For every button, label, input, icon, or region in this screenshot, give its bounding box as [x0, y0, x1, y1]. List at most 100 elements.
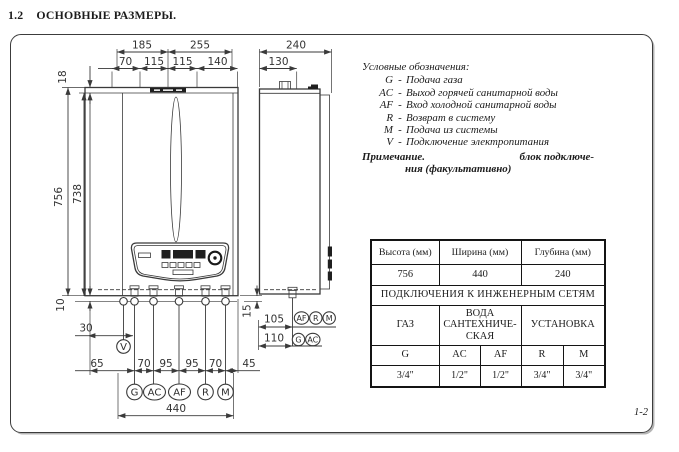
dim-110: 110	[264, 333, 284, 345]
legend-title: Условные обозначения:	[362, 61, 470, 73]
port-label-v: V	[120, 342, 127, 353]
port-label-g: G	[131, 388, 139, 399]
dim-756: 756	[53, 187, 65, 207]
boiler-front-view: V G AC AF R M 185 255	[53, 40, 262, 419]
group-sanitary-water: ВОДА САНТЕХНИЧЕ-СКАЯ	[438, 304, 522, 346]
port-label-m: M	[221, 388, 230, 399]
legend-desc: Подача газа	[406, 74, 463, 87]
legend-dash: -	[398, 111, 402, 124]
legend-desc: Подключение электропитания	[406, 136, 550, 149]
legend-desc: Вход холодной санитарной воды	[406, 99, 557, 112]
mounting-bracket	[308, 84, 318, 89]
legend-dash: -	[398, 99, 402, 112]
dim-105: 105	[264, 314, 284, 326]
section-title-text: ОСНОВНЫЕ РАЗМЕРЫ.	[36, 8, 177, 22]
section-number: 1.2	[8, 8, 24, 22]
legend-item-g: G-Подача газа	[362, 74, 612, 86]
back-panel	[319, 94, 330, 290]
spec-table: Высота (мм) Ширина (мм) Глубина (мм) 756…	[370, 239, 607, 388]
side-port-label-g: G	[295, 335, 301, 344]
dim-240: 240	[286, 40, 306, 52]
legend-key: V	[386, 136, 393, 149]
port-label-af: AF	[173, 388, 186, 399]
side-port-label-af: AF	[296, 314, 306, 323]
legend-key: R	[386, 111, 393, 124]
side-port-label-m: M	[326, 314, 333, 323]
group-installation: УСТАНОВКА	[520, 304, 606, 346]
port-badges-front: G AC AF R M	[126, 383, 234, 401]
port-g: G	[370, 344, 440, 366]
side-port-label-ac: AC	[307, 335, 318, 344]
table-row-groups: ГАЗ ВОДА САНТЕХНИЧЕ-СКАЯ УСТАНОВКА	[370, 304, 606, 346]
boiler-side-view: 240 130 15 105 110 AF R M	[240, 40, 336, 350]
display-screen	[173, 250, 193, 259]
dim-15: 15	[242, 304, 254, 317]
side-port-label-r: R	[313, 314, 319, 323]
legend-dash: -	[398, 86, 402, 99]
content-frame-border	[10, 34, 653, 433]
dim-65: 65	[90, 358, 103, 370]
port-label-ac: AC	[148, 388, 162, 399]
note-line1: блок подключе-	[519, 150, 594, 163]
legend-item-af: AF-Вход холодной санитарной воды	[362, 99, 612, 111]
dim-185: 185	[132, 40, 152, 52]
size-af: 1/2"	[479, 364, 522, 388]
legend-key: AC	[379, 86, 393, 99]
table-row-ports: G AC AF R M	[370, 344, 606, 366]
size-r: 3/4"	[520, 364, 564, 388]
dim-738: 738	[72, 184, 84, 204]
table-row-headers: Высота (мм) Ширина (мм) Глубина (мм)	[370, 239, 606, 265]
legend-desc: Возврат в систему	[406, 111, 496, 124]
dim-45: 45	[242, 358, 255, 370]
legend-dash: -	[398, 124, 402, 137]
value-depth: 240	[520, 263, 606, 286]
table-row-values: 756 440 240	[370, 263, 606, 286]
front-dimensions: 185 255 70 115 115 140 18	[53, 40, 260, 419]
legend-item-m: M-Подача из системы	[362, 124, 612, 136]
port-r: R	[520, 344, 564, 366]
legend-panel: Условные обозначения: G-Подача газа AC-В…	[362, 61, 612, 176]
legend-note: Примечание. блок подключе-	[362, 151, 594, 163]
legend-key: M	[383, 124, 393, 137]
dim-70c: 70	[209, 358, 222, 370]
legend-desc: Выход горячей санитарной воды	[406, 86, 558, 99]
dim-70a: 70	[119, 56, 132, 68]
legend-dash: -	[398, 74, 402, 87]
dim-95a: 95	[159, 358, 172, 370]
dim-95b: 95	[185, 358, 198, 370]
section-title: 1.2 ОСНОВНЫЕ РАЗМЕРЫ.	[8, 8, 176, 23]
legend-desc: Подача из системы	[406, 124, 498, 137]
flue-collar	[279, 81, 291, 90]
control-panel	[130, 242, 230, 282]
port-badge-v: V	[116, 339, 131, 354]
table-row-sizes: 3/4" 1/2" 1/2" 3/4" 3/4"	[370, 364, 606, 388]
legend-item-v: V-Подключение электропитания	[362, 136, 612, 148]
front-lens-seam	[170, 96, 182, 243]
group-gas: ГАЗ	[370, 304, 440, 346]
note-label: Примечание.	[362, 150, 425, 163]
port-af: AF	[479, 344, 522, 366]
dim-440: 440	[166, 403, 186, 415]
size-ac: 1/2"	[438, 364, 481, 388]
legend-key: AF	[379, 99, 393, 112]
value-width: 440	[438, 263, 522, 286]
value-height: 756	[370, 263, 440, 286]
dim-30: 30	[79, 323, 92, 335]
dim-115b: 115	[172, 56, 192, 68]
port-badges-side: AF R M G AC	[291, 311, 336, 347]
dim-130: 130	[268, 56, 288, 68]
section-header: ПОДКЛЮЧЕНИЯ К ИНЖЕНЕРНЫМ СЕТЯМ	[370, 284, 606, 306]
pipe-fittings-front	[129, 285, 231, 297]
port-label-r: R	[202, 388, 209, 399]
side-dimensions: 240 130 15 105 110	[240, 40, 336, 350]
note-line2: ния (факультативно)	[405, 163, 512, 176]
header-width: Ширина (мм)	[438, 239, 522, 265]
legend-item-ac: AC-Выход горячей санитарной воды	[362, 87, 612, 99]
dim-255: 255	[190, 40, 210, 52]
dim-70b: 70	[137, 358, 150, 370]
size-m: 3/4"	[562, 364, 606, 388]
legend-item-r: R-Возврат в систему	[362, 112, 612, 124]
header-depth: Глубина (мм)	[520, 239, 606, 265]
size-g: 3/4"	[370, 364, 440, 388]
